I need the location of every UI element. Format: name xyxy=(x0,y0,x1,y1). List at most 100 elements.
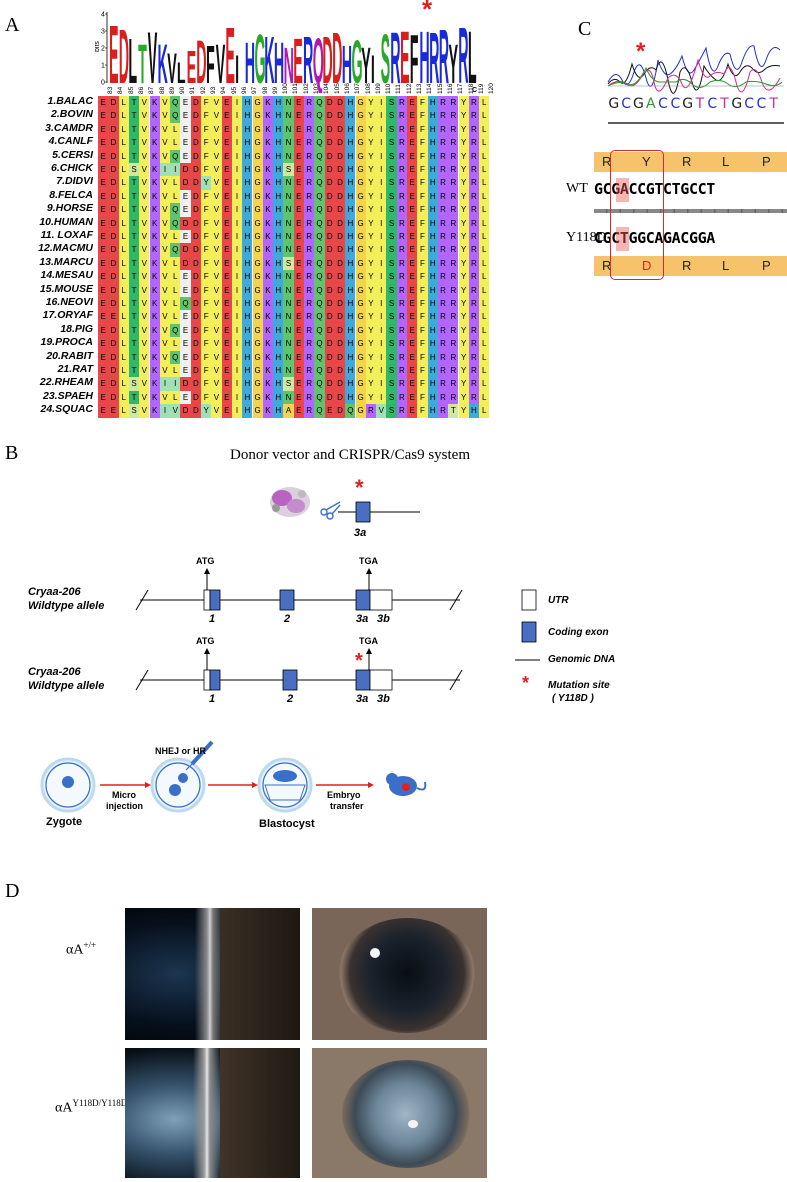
residue-cell: R xyxy=(304,189,315,204)
residue-cell: V xyxy=(159,122,171,137)
residue-cell: R xyxy=(396,230,407,244)
residue-cell: D xyxy=(190,404,201,418)
logo-letter: E xyxy=(400,16,410,93)
residue-cell: I xyxy=(231,149,243,163)
position-number: 107 xyxy=(354,83,362,94)
residue-cell: N xyxy=(283,203,294,217)
residue-cell: S xyxy=(386,350,397,364)
residue-cell: R xyxy=(396,323,407,338)
residue-cell: R xyxy=(396,337,407,351)
residue-cell: R xyxy=(468,364,480,378)
residue-cell: Y xyxy=(365,96,377,110)
position-number: 114 xyxy=(426,83,434,94)
residue-cell: E xyxy=(98,404,109,418)
residue-cell: G xyxy=(252,323,263,338)
residue-cell: R xyxy=(304,323,315,338)
residue-cell: R xyxy=(304,270,315,284)
residue-cell: I xyxy=(231,270,243,284)
residue-cell: H xyxy=(242,176,253,190)
residue-cell: K xyxy=(149,96,160,110)
residue-cell: F xyxy=(417,404,428,418)
residue-cell: N xyxy=(283,96,294,110)
residue-cell: R xyxy=(468,310,480,324)
wt-genotype-sup: +/+ xyxy=(83,940,97,950)
species-name: 5.CERSI xyxy=(52,148,93,161)
residue-cell: R xyxy=(437,122,449,137)
residue-cell: D xyxy=(324,350,335,364)
donor-asterisk: * xyxy=(355,475,364,500)
residue-cell: E xyxy=(180,337,191,351)
residue-cell: E xyxy=(221,96,232,110)
species-name: 2.BOVIN xyxy=(50,108,93,121)
residue-cell: V xyxy=(159,189,171,204)
residue-cell: I xyxy=(231,350,243,364)
residue-cell: I xyxy=(376,176,387,190)
residue-cell: D xyxy=(190,109,201,123)
logo-letter: Y xyxy=(448,32,458,93)
residue-cell: F xyxy=(201,203,212,217)
mouse-icon xyxy=(386,773,427,796)
residue-cell: S xyxy=(128,377,140,391)
species-name: 21.RAT xyxy=(57,363,93,375)
residue-cell: N xyxy=(283,122,294,137)
logo-letter: R xyxy=(429,18,439,93)
residue-cell: R xyxy=(448,176,459,190)
residue-cell: N xyxy=(283,390,294,405)
residue-cell: R xyxy=(396,390,407,405)
position-number: 95 xyxy=(230,86,238,94)
residue-cell: E xyxy=(293,189,304,204)
residue-cell: V xyxy=(139,390,150,405)
residue-cell: H xyxy=(345,189,356,204)
residue-cell: S xyxy=(386,203,397,217)
residue-cell: L xyxy=(479,136,490,150)
residue-cell: S xyxy=(386,109,397,123)
residue-cell: H xyxy=(242,243,253,257)
residue-cell: R xyxy=(437,337,449,351)
residue-cell: I xyxy=(231,377,243,391)
residue-cell: H xyxy=(427,377,438,391)
residue-cell: E xyxy=(221,122,232,137)
residue-cell: H xyxy=(345,243,356,257)
residue-cell: F xyxy=(417,122,428,137)
residue-cell: R xyxy=(448,163,459,177)
residue-cell: K xyxy=(262,297,274,311)
residue-cell: G xyxy=(355,109,366,123)
residue-cell: E xyxy=(293,323,304,338)
residue-cell: Y xyxy=(458,377,469,391)
residue-cell: R xyxy=(448,189,459,204)
logo-letter: G xyxy=(352,29,363,93)
residue-cell: R xyxy=(448,364,459,378)
residue-cell: Y xyxy=(365,203,377,217)
residue-cell: L xyxy=(118,337,129,351)
residue-cell: R xyxy=(304,149,315,163)
residue-cell: V xyxy=(159,364,171,378)
residue-cell: Q xyxy=(314,243,325,257)
species-name: 13.MARCU xyxy=(39,255,93,268)
residue-cell: G xyxy=(355,377,366,391)
residue-cell: L xyxy=(118,136,129,150)
residue-cell: L xyxy=(118,109,129,123)
position-number: 99 xyxy=(271,86,279,94)
residue-cell: V xyxy=(211,136,222,150)
residue-cell: K xyxy=(149,256,160,271)
species-name: 18.PIG xyxy=(60,322,93,335)
residue-cell: H xyxy=(242,122,253,137)
residue-cell: D xyxy=(334,203,346,217)
residue-cell: V xyxy=(139,256,150,271)
residue-cell: I xyxy=(231,176,243,190)
panel-label-d: D xyxy=(5,880,20,902)
residue-cell: S xyxy=(283,256,294,271)
position-number: 118 xyxy=(467,83,475,94)
residue-cell: D xyxy=(180,216,191,230)
species-name: 11. LOXAF xyxy=(40,229,93,241)
residue-cell: D xyxy=(108,297,119,311)
residue-cell: L xyxy=(118,283,129,297)
species-name: 22.RHEAM xyxy=(39,376,93,389)
residue-cell: R xyxy=(396,310,407,324)
residue-cell: E xyxy=(221,256,232,271)
residue-cell: T xyxy=(448,404,459,418)
residue-cell: E xyxy=(98,122,109,137)
residue-cell: R xyxy=(448,337,459,351)
residue-cell: D xyxy=(190,96,201,110)
